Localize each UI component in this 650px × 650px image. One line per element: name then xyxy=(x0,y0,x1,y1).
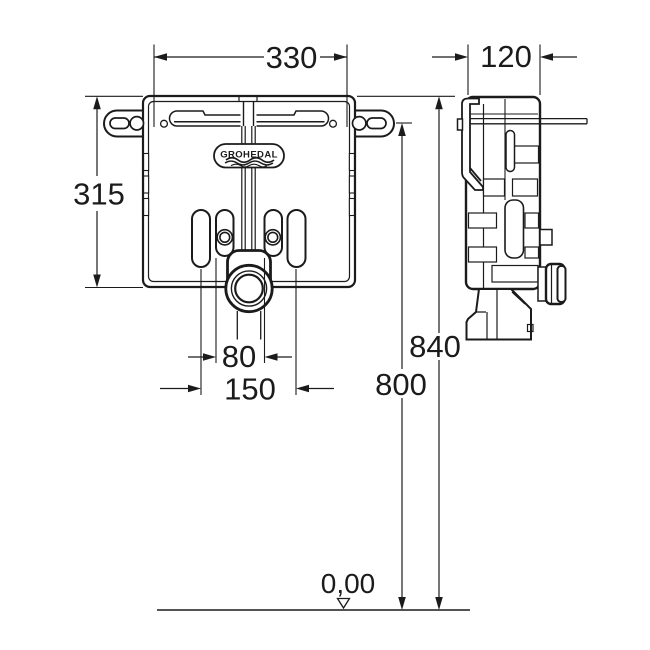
dim-frame-height-label: 315 xyxy=(73,177,125,212)
drain-inner-circle xyxy=(234,273,264,304)
outlet-chamfer xyxy=(511,291,526,305)
outlet-bend xyxy=(465,288,532,341)
dim-spacing-outer-label: 150 xyxy=(224,372,276,407)
right-tab-hole xyxy=(351,115,367,131)
frame-edge-clips xyxy=(143,152,355,217)
left-screw-hole xyxy=(159,119,169,128)
dim-frame-height: 315 xyxy=(73,95,143,289)
right-screw-hole xyxy=(328,119,338,128)
brand-label: GROHEDAL xyxy=(220,150,278,161)
outer-slot-left xyxy=(191,209,211,268)
dim-spacing-outer: 150 xyxy=(160,269,334,407)
outlet-tab xyxy=(526,323,534,333)
dim-spacing-inner: 80 xyxy=(188,258,292,374)
socket-lip xyxy=(556,265,567,303)
outer-slot-right xyxy=(286,209,307,268)
cross-pipe-lower xyxy=(241,126,256,251)
bolt-hole-right xyxy=(267,231,279,244)
side-stub xyxy=(539,228,553,246)
badge-wave-3 xyxy=(230,163,268,168)
cross-pipe-upper xyxy=(242,102,255,126)
outlet-details xyxy=(476,289,498,340)
side-view xyxy=(456,95,588,341)
left-tab-slot xyxy=(109,117,130,130)
bolt-hole-left xyxy=(219,231,231,244)
drain-outer-circle xyxy=(224,263,274,314)
dimensions: 330 120 315 80 150 xyxy=(73,39,577,611)
drain-mid-circle xyxy=(230,270,268,307)
badge-wave-2 xyxy=(224,160,274,166)
wall-bracket-hook xyxy=(469,167,482,182)
dim-front-width-label: 330 xyxy=(266,40,318,75)
datum-triangle xyxy=(336,597,351,610)
datum-level: 0,00 xyxy=(157,568,470,611)
drain-pipe-stubs xyxy=(236,311,262,340)
left-tab-hole xyxy=(129,115,145,131)
slot-bar xyxy=(168,110,330,127)
actuating-rod xyxy=(470,117,588,125)
dim-spacing-inner-label: 80 xyxy=(222,339,256,374)
dim-height-total: 840 xyxy=(357,95,461,610)
datum-label: 0,00 xyxy=(321,568,376,599)
dim-side-depth-label: 120 xyxy=(480,39,532,74)
badge-wave-1 xyxy=(225,156,275,164)
top-notch xyxy=(238,96,258,102)
dim-height-outlet-label: 800 xyxy=(375,367,427,402)
side-slot xyxy=(505,129,516,173)
dim-height-outlet: 800 xyxy=(375,122,427,610)
bracket-boss xyxy=(456,118,464,131)
dim-side-depth: 120 xyxy=(432,39,577,95)
right-tab-slot xyxy=(366,117,387,130)
side-rib-cutouts xyxy=(467,145,540,283)
dim-height-total-label: 840 xyxy=(409,329,461,364)
wall-bracket xyxy=(461,97,484,191)
front-view: GROHEDAL xyxy=(102,94,396,340)
dim-front-width: 330 xyxy=(153,40,348,127)
side-channel xyxy=(504,199,525,259)
